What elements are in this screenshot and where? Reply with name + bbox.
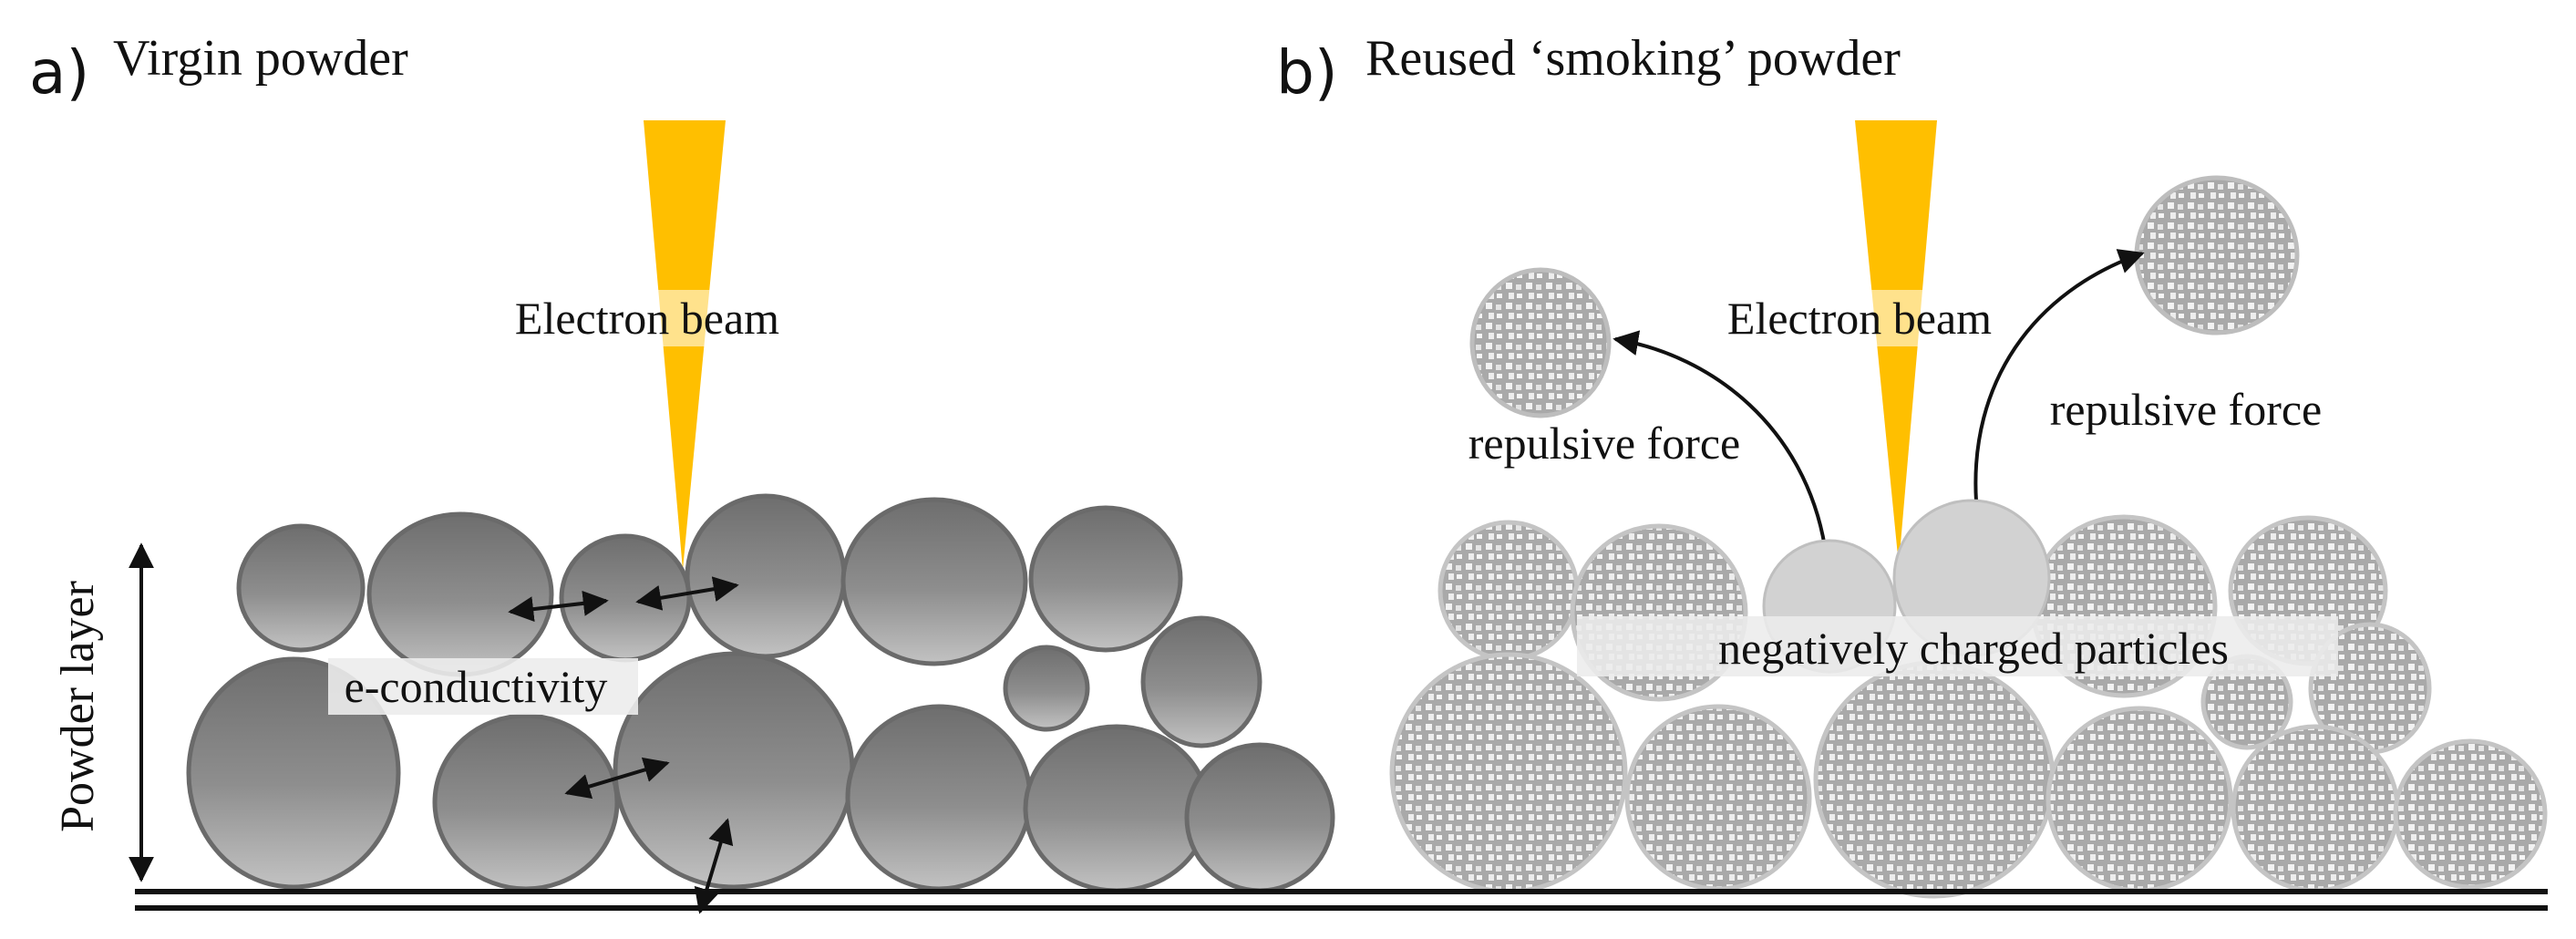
panel-b: b) Reused ‘smoking’ powder Electron beam… [1276, 30, 2548, 899]
conductivity-arrow [508, 590, 609, 623]
virgin-particles [186, 493, 1335, 893]
charged-label-backdrop [1577, 616, 2338, 676]
reused-particle [1813, 660, 2056, 899]
virgin-particle [1023, 724, 1211, 893]
virgin-particle [840, 497, 1028, 666]
panel-b-title: Reused ‘smoking’ powder [1365, 30, 1901, 87]
reused-particle [2393, 738, 2548, 890]
virgin-particle [186, 656, 401, 890]
panel-a-title: Virgin powder [113, 30, 408, 87]
virgin-particle [1028, 505, 1183, 653]
ejected-particles [1469, 175, 2300, 418]
repulsive-force-arrow-left [1613, 330, 1827, 548]
virgin-particle [1140, 615, 1262, 748]
beam-label-b-backdrop [1695, 290, 2033, 346]
beam-label-a-backdrop [490, 290, 805, 346]
reused-particle [1437, 520, 1580, 662]
ejected-particle-left [1469, 267, 1612, 418]
virgin-particle [685, 493, 847, 659]
repulsive-force-arrow-right [1973, 249, 2145, 502]
conductivity-arrow [635, 576, 739, 611]
conductivity-label: e-conductivity [345, 661, 608, 712]
virgin-particle [366, 511, 554, 677]
virgin-particle [1003, 645, 1090, 732]
virgin-particle [432, 713, 620, 892]
base-plate [135, 889, 2548, 911]
powder-layer-label: Powder layer [52, 581, 104, 832]
panel-b-letter: b) [1276, 37, 1338, 108]
conductivity-arrows [508, 576, 739, 914]
virgin-particle [613, 651, 855, 890]
virgin-particle [236, 523, 366, 653]
beam-label-b: Electron beam [1727, 293, 1992, 344]
ejected-particle-right [2134, 175, 2300, 335]
charged-label: negatively charged particles [1718, 623, 2229, 674]
virgin-particle [1184, 742, 1335, 893]
repulsive-force-label-left: repulsive force [1468, 418, 1740, 469]
reused-particle [1389, 652, 1628, 894]
reused-particle [2231, 724, 2400, 893]
repulsive-force-label-right: repulsive force [2050, 384, 2322, 435]
conductivity-label-backdrop [328, 658, 638, 715]
panel-a: a) Virgin powder Electron beam Powder la… [29, 30, 1335, 914]
reused-particle [1624, 704, 1812, 892]
conductivity-arrow [694, 818, 734, 914]
beam-label-a: Electron beam [515, 293, 779, 344]
conductivity-arrow [564, 757, 670, 800]
virgin-particle [845, 704, 1033, 892]
reused-particle [2045, 706, 2233, 893]
panel-a-letter: a) [29, 37, 89, 108]
